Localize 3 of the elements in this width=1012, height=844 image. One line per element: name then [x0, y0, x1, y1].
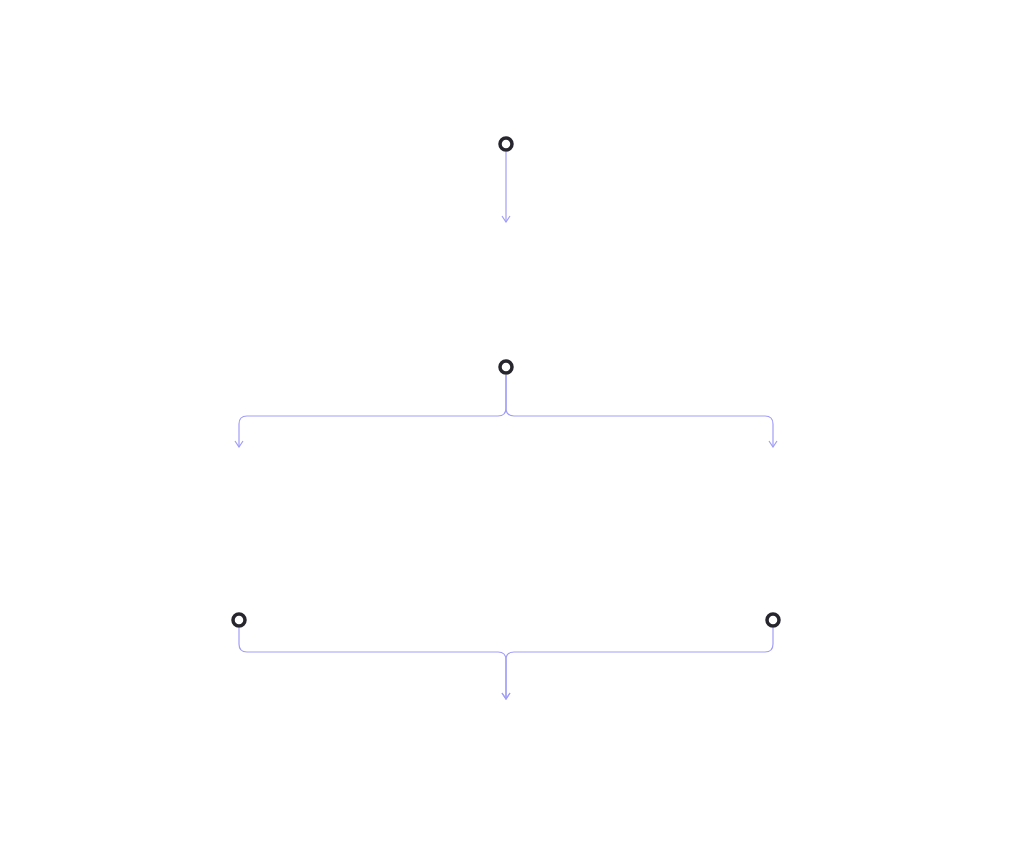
arrow: [505, 374, 778, 448]
arrow: [501, 627, 774, 700]
arrow: [501, 151, 511, 223]
